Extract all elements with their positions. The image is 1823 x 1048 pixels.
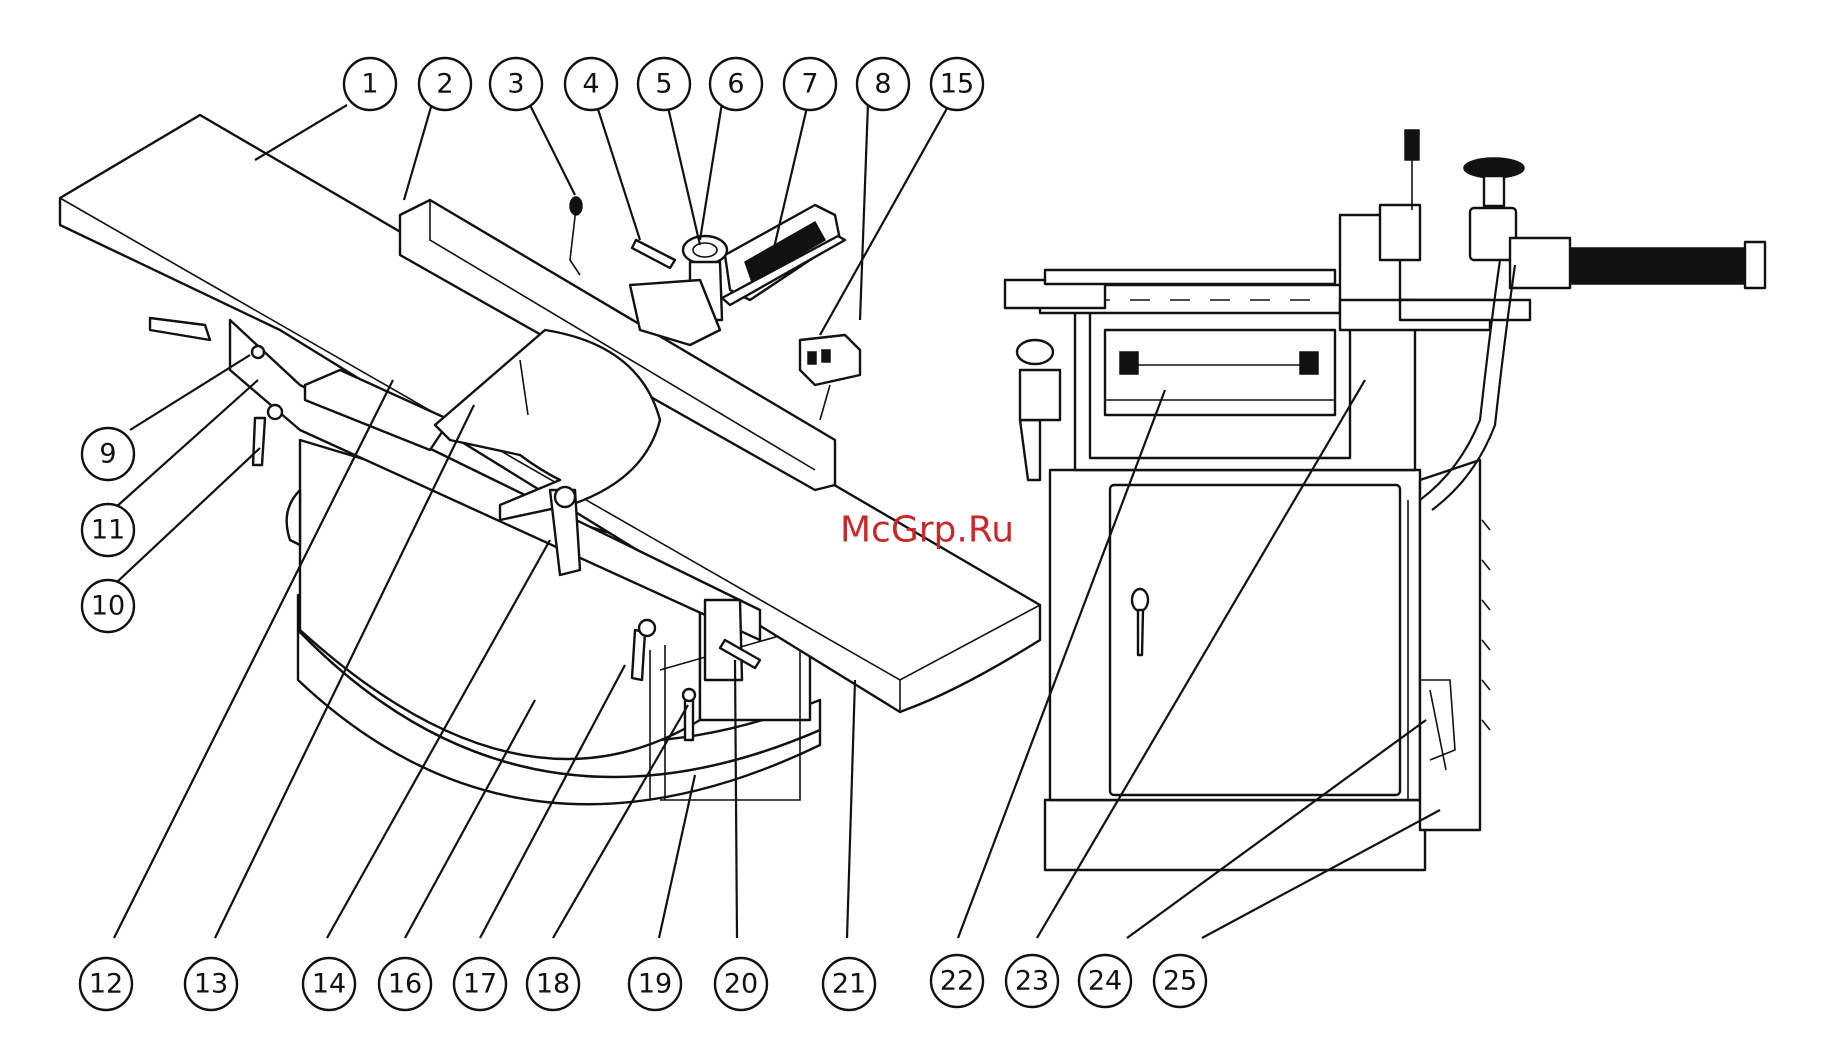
callout-label: 24: [1088, 966, 1122, 997]
callout-label: 23: [1015, 966, 1049, 997]
callout-17: 17: [454, 958, 506, 1010]
callout-label: 22: [940, 966, 974, 997]
callout-16: 16: [379, 958, 431, 1010]
callout-label: 19: [638, 969, 672, 1000]
callout-10: 10: [82, 580, 134, 632]
callout-23: 23: [1006, 955, 1058, 1007]
callout-7: 7: [784, 58, 836, 110]
callout-label: 4: [582, 69, 599, 100]
callout-label: 20: [724, 969, 758, 1000]
jointer-machine-illustration: [60, 115, 1040, 804]
callout-4: 4: [565, 58, 617, 110]
callout-11: 11: [82, 504, 134, 556]
callout-label: 14: [312, 969, 346, 1000]
callout-18: 18: [527, 958, 579, 1010]
callout-14: 14: [303, 958, 355, 1010]
callout-5: 5: [638, 58, 690, 110]
callout-13: 13: [185, 958, 237, 1010]
callout-label: 3: [507, 69, 524, 100]
planer-side-view-illustration: [1005, 130, 1765, 870]
callout-label: 21: [832, 969, 866, 1000]
callout-label: 2: [436, 69, 453, 100]
callout-label: 18: [536, 969, 570, 1000]
callout-label: 12: [89, 969, 123, 1000]
callout-9: 9: [82, 428, 134, 480]
callout-label: 7: [801, 69, 818, 100]
callout-label: 10: [91, 591, 125, 622]
callout-19: 19: [629, 958, 681, 1010]
callout-2: 2: [419, 58, 471, 110]
callout-label: 6: [727, 69, 744, 100]
callout-label: 5: [655, 69, 672, 100]
callout-3: 3: [490, 58, 542, 110]
callout-label: 16: [388, 969, 422, 1000]
callout-15: 15: [931, 58, 983, 110]
callout-label: 15: [940, 69, 974, 100]
callout-label: 11: [91, 515, 125, 546]
watermark-text: McGrp.Ru: [840, 510, 1014, 551]
callout-label: 9: [99, 439, 116, 470]
callout-label: 25: [1163, 966, 1197, 997]
callout-8: 8: [857, 58, 909, 110]
callout-22: 22: [931, 955, 983, 1007]
callout-label: 17: [463, 969, 497, 1000]
callout-6: 6: [710, 58, 762, 110]
callout-20: 20: [715, 958, 767, 1010]
callout-label: 1: [361, 69, 378, 100]
callout-21: 21: [823, 958, 875, 1010]
callout-12: 12: [80, 958, 132, 1010]
callout-25: 25: [1154, 955, 1206, 1007]
callout-label: 13: [194, 969, 228, 1000]
callout-24: 24: [1079, 955, 1131, 1007]
callout-1: 1: [344, 58, 396, 110]
callout-label: 8: [874, 69, 891, 100]
